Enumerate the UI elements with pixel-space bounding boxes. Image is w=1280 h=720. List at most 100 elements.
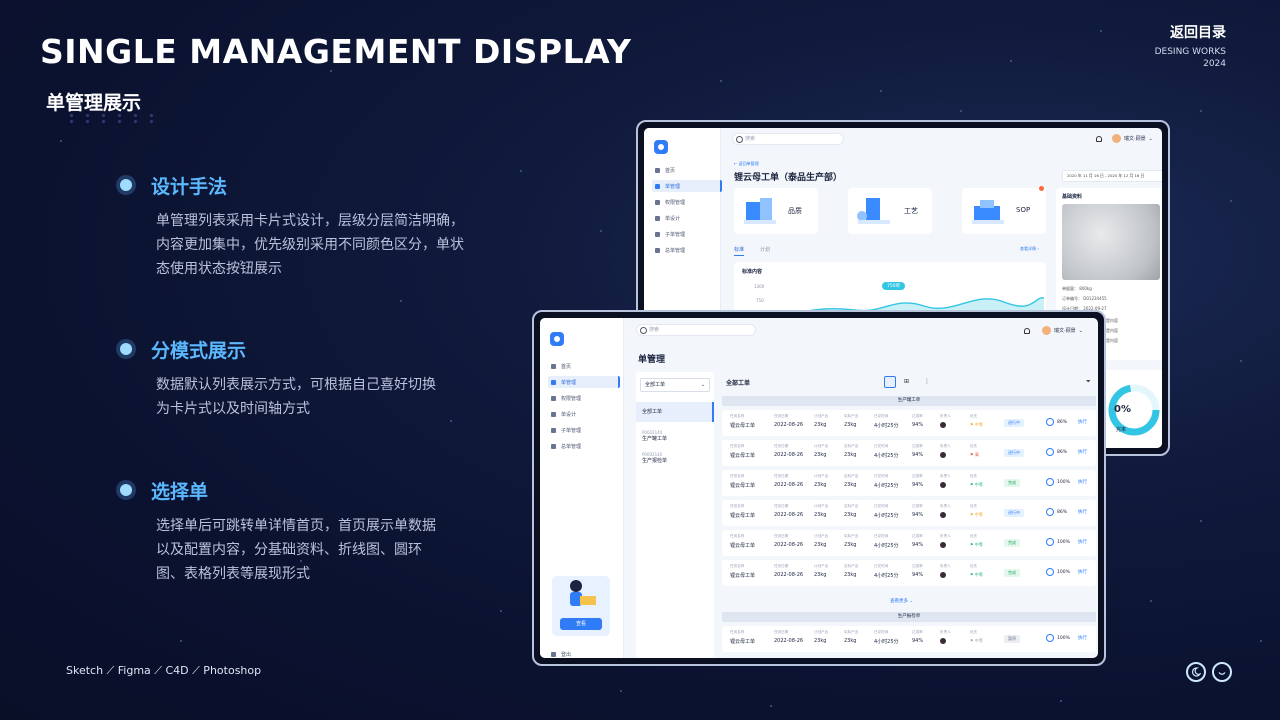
category-item-all[interactable]: 全部工单 xyxy=(636,402,714,422)
cell-owner: 负责人 xyxy=(940,414,951,428)
cell-owner: 负责人 xyxy=(940,534,951,548)
status-badge: 暂停 xyxy=(1004,635,1020,643)
cell-name: 任务名称锂云母工单 xyxy=(730,564,756,579)
info-title: 基础资料 xyxy=(1062,194,1083,200)
view-more-link[interactable]: 查看更多 ⌄ xyxy=(890,599,914,604)
execute-button[interactable]: 执行 xyxy=(1078,420,1087,425)
logout-button[interactable]: 登出 xyxy=(548,648,608,658)
tab-plan[interactable]: 计划 xyxy=(760,247,771,253)
module-card-quality[interactable]: 品质 xyxy=(734,188,818,234)
sidebar-item-suborders[interactable]: 子单管理 xyxy=(548,424,608,436)
ring-value: 0% xyxy=(1114,404,1131,415)
execute-button[interactable]: 执行 xyxy=(1078,510,1087,515)
flag-icon: ⚑ xyxy=(970,572,975,577)
sidebar-item-orders[interactable]: 单管理 xyxy=(652,180,722,192)
back-to-contents-link[interactable]: 返回目录 xyxy=(1170,25,1226,41)
y-tick: 1300 xyxy=(754,284,765,289)
execute-button[interactable]: 执行 xyxy=(1078,636,1087,641)
execute-button[interactable]: 执行 xyxy=(1078,480,1087,485)
back-link[interactable]: ← 返回单管理 xyxy=(734,161,759,166)
execute-button[interactable]: 执行 xyxy=(1078,540,1087,545)
moon-icon[interactable] xyxy=(1186,662,1206,682)
sidebar-item-master[interactable]: 总单管理 xyxy=(652,244,712,256)
bullet-icon xyxy=(120,179,132,191)
sidebar-item-permissions[interactable]: 权限管理 xyxy=(652,196,712,208)
date-range-picker[interactable]: 2020 年 11 月 16 日 - 2020 年 12 月 16 日 xyxy=(1062,170,1162,182)
bell-icon[interactable] xyxy=(1024,328,1030,334)
quality-illustration-icon xyxy=(744,198,776,224)
sidebar-item-home[interactable]: 首页 xyxy=(548,360,608,372)
tools-list: Sketch ⟋ Figma ⟋ C4D ⟋ Photoshop xyxy=(66,664,262,677)
progress-indicator: 100% xyxy=(1046,568,1070,576)
user-menu[interactable]: 瑞文·顾景⌄ xyxy=(1042,326,1083,335)
cell-priority: 优先⚑ 中等 xyxy=(970,564,983,577)
module-label: 品质 xyxy=(788,207,802,215)
module-card-process[interactable]: 工艺 xyxy=(848,188,932,234)
promo-button[interactable]: 查看 xyxy=(560,618,602,630)
app-logo-icon xyxy=(654,140,668,154)
priority-flag: ⚑ 中等 xyxy=(970,638,983,643)
filter-select[interactable]: 全部工单⌄ xyxy=(640,378,710,392)
bell-icon[interactable] xyxy=(1096,136,1102,142)
execute-button[interactable]: 执行 xyxy=(1078,570,1087,575)
timeline-view-icon[interactable]: ⋮ xyxy=(924,378,930,385)
tab-standard[interactable]: 标准 xyxy=(734,246,745,256)
app-logo-icon xyxy=(550,332,564,346)
sidebar-item-home[interactable]: 首页 xyxy=(652,164,712,176)
cell-priority: 优先⚑ 高 xyxy=(970,444,979,457)
user-menu[interactable]: 瑞文·顾景⌄ xyxy=(1112,134,1153,143)
cell-name: 任务名称锂云母工单 xyxy=(730,534,756,549)
brand-line: DESING WORKS xyxy=(1154,47,1226,57)
sidebar-item-design[interactable]: 单设计 xyxy=(548,408,608,420)
module-card-sop[interactable]: SOP xyxy=(962,186,1046,234)
sidebar-item-design[interactable]: 单设计 xyxy=(652,212,712,224)
view-details-link[interactable]: 查看详情 › xyxy=(1020,246,1039,251)
sidebar-item-orders[interactable]: 单管理 xyxy=(548,376,620,388)
smile-icon[interactable] xyxy=(1212,662,1232,682)
avatar xyxy=(1042,326,1051,335)
flag-icon: ⚑ xyxy=(970,512,975,517)
feature-text: 单管理列表采用卡片式设计，层级分层简洁明确，内容更加集中，优先级别采用不同颜色区… xyxy=(156,213,464,277)
sidebar-item-master[interactable]: 总单管理 xyxy=(548,440,608,452)
progress-ring-icon xyxy=(1046,508,1054,516)
cell-name: 任务名称锂云母工单 xyxy=(730,444,756,459)
flag-icon: ⚑ xyxy=(970,452,975,457)
priority-flag: ⚑ 中等 xyxy=(970,422,983,427)
search-input[interactable]: 搜索 xyxy=(636,324,756,336)
bullet-icon xyxy=(120,343,132,355)
process-illustration-icon xyxy=(857,198,890,224)
page-title: SINGLE MANAGEMENT DISPLAY xyxy=(40,32,632,71)
sidebar-item-permissions[interactable]: 权限管理 xyxy=(548,392,608,404)
execute-button[interactable]: 执行 xyxy=(1078,450,1087,455)
filter-icon[interactable]: ⏷ xyxy=(1086,378,1091,385)
sidebar-item-suborders[interactable]: 子单管理 xyxy=(652,228,712,240)
search-input[interactable]: 搜索 xyxy=(732,133,844,145)
card-view-icon[interactable]: ⊞ xyxy=(904,378,910,385)
list-view-icon[interactable] xyxy=(884,376,896,388)
cell-name: 任务名称锂云母工单 xyxy=(730,414,756,429)
notification-dot xyxy=(1039,186,1044,191)
flag-icon: ⚑ xyxy=(970,422,975,427)
group-header: 生产罐工单 xyxy=(722,396,1096,406)
progress-indicator: 86% xyxy=(1046,418,1067,426)
bullet-icon xyxy=(120,484,132,496)
